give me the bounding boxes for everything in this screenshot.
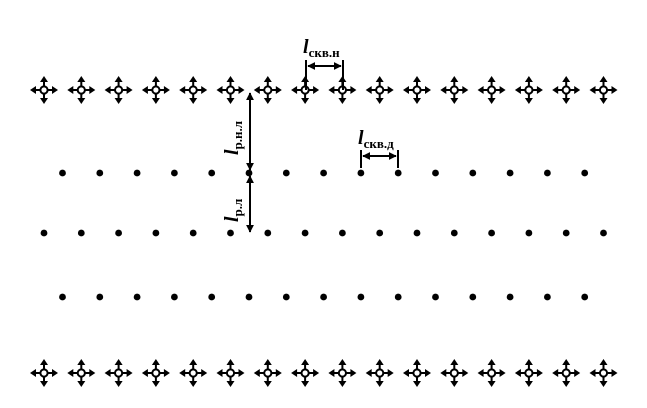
four-arrow-cross-with-hollow-circle-icon [552,359,581,387]
four-arrow-cross-with-hollow-circle-icon [216,359,245,387]
filled-dot-icon [282,293,290,301]
four-arrow-cross-with-hollow-circle-icon [104,76,133,104]
filled-dot-icon [77,229,85,237]
four-arrow-cross-with-hollow-circle-icon [328,359,357,387]
filled-dot-icon [581,169,589,177]
well-row-2-production [59,169,589,177]
filled-dot-icon [469,293,477,301]
filled-dot-icon [59,169,66,177]
filled-dot-icon [320,293,327,301]
well-row-1-injection [30,76,618,104]
label-l-r-n-l-sub: р.н.л [230,121,245,150]
well-row-5-injection [30,359,618,387]
filled-dot-icon [562,229,570,237]
label-l-skv-d-sub: скв.д [364,136,395,151]
filled-dot-icon [544,293,551,301]
label-l-skv-n-main: l [303,36,309,58]
filled-dot-icon [264,229,272,237]
four-arrow-cross-with-hollow-circle-icon [291,359,320,387]
filled-dot-icon [432,169,439,177]
filled-dot-icon [59,293,66,301]
well-row-3-production [40,229,607,237]
filled-dot-icon [208,169,216,177]
filled-dot-icon [357,169,365,177]
four-arrow-cross-with-hollow-circle-icon [253,359,282,387]
filled-dot-icon [506,169,514,177]
filled-dot-icon [115,229,122,237]
filled-dot-icon [506,293,514,301]
four-arrow-cross-with-hollow-circle-icon [67,359,96,387]
four-arrow-cross-with-hollow-circle-icon [403,76,431,104]
four-arrow-cross-with-hollow-circle-icon [179,76,208,104]
four-arrow-cross-with-hollow-circle-icon [253,76,282,104]
dimension-l-skv-n: lскв.н [303,36,344,90]
four-arrow-cross-with-hollow-circle-icon [552,76,581,104]
four-arrow-cross-with-hollow-circle-icon [514,76,543,104]
filled-dot-icon [227,229,234,237]
filled-dot-icon [152,229,160,237]
four-arrow-cross-with-hollow-circle-icon [440,359,469,387]
well-row-4-production [59,293,589,301]
filled-dot-icon [40,229,48,237]
four-arrow-cross-with-hollow-circle-icon [179,359,208,387]
filled-dot-icon [171,169,178,177]
four-arrow-cross-with-hollow-circle-icon [514,359,543,387]
four-arrow-cross-with-hollow-circle-icon [477,359,506,387]
four-arrow-cross-with-hollow-circle-icon [141,359,170,387]
filled-dot-icon [581,293,589,301]
filled-dot-icon [208,293,216,301]
label-l-r-l-sub: р.л [230,199,245,217]
dimension-l-r-n-l: lр.н.л [221,92,254,171]
filled-dot-icon [376,229,384,237]
filled-dot-icon [394,169,402,177]
four-arrow-cross-with-hollow-circle-icon [589,359,618,387]
filled-dot-icon [339,229,346,237]
filled-dot-icon [450,229,458,237]
label-l-r-l-main: l [221,216,243,222]
four-arrow-cross-with-hollow-circle-icon [141,76,170,104]
filled-dot-icon [282,169,290,177]
filled-dot-icon [525,229,533,237]
label-l-skv-n-sub: скв.н [309,45,341,60]
four-arrow-cross-with-hollow-circle-icon [440,76,469,104]
label-l-r-n-l: lр.н.л [221,121,245,155]
filled-dot-icon [189,229,197,237]
label-l-skv-n: lскв.н [303,36,340,60]
dimension-l-skv-d: lскв.д [358,127,399,168]
four-arrow-cross-with-hollow-circle-icon [589,76,618,104]
four-arrow-cross-with-hollow-circle-icon [365,76,394,104]
dimension-l-r-l: lр.л [221,175,254,233]
filled-dot-icon [432,293,439,301]
filled-dot-icon [600,229,607,237]
filled-dot-icon [133,293,141,301]
four-arrow-cross-with-hollow-circle-icon [104,359,133,387]
four-arrow-cross-with-hollow-circle-icon [30,76,58,104]
filled-dot-icon [544,169,551,177]
label-l-skv-d: lскв.д [358,127,394,151]
four-arrow-cross-with-hollow-circle-icon [365,359,394,387]
filled-dot-icon [133,169,141,177]
well-rows [30,76,618,387]
filled-dot-icon [488,229,495,237]
filled-dot-icon [469,169,477,177]
label-l-skv-d-main: l [358,127,364,149]
label-l-r-n-l-main: l [221,149,243,155]
filled-dot-icon [96,169,104,177]
label-l-r-l: lр.л [221,199,245,222]
filled-dot-icon [301,229,309,237]
filled-dot-icon [394,293,402,301]
four-arrow-cross-with-hollow-circle-icon [403,359,431,387]
filled-dot-icon [171,293,178,301]
filled-dot-icon [320,169,327,177]
four-arrow-cross-with-hollow-circle-icon [477,76,506,104]
filled-dot-icon [357,293,365,301]
four-arrow-cross-with-hollow-circle-icon [67,76,96,104]
filled-dot-icon [96,293,104,301]
filled-dot-icon [245,169,253,177]
four-arrow-cross-with-hollow-circle-icon [30,359,58,387]
four-arrow-cross-with-hollow-circle-icon [216,76,245,104]
filled-dot-icon [245,293,253,301]
filled-dot-icon [413,229,421,237]
